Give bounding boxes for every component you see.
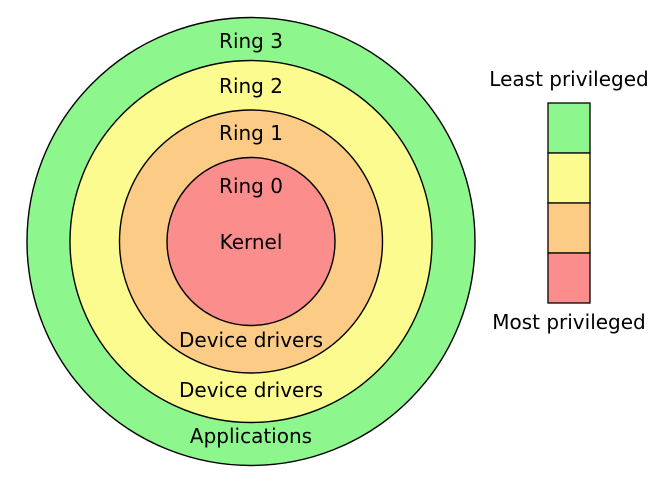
- device-drivers-ring1-label: Device drivers: [179, 328, 323, 352]
- legend-swatch-2: [547, 152, 591, 204]
- ring-0-circle: [166, 156, 336, 327]
- legend-swatch-3: [547, 202, 591, 254]
- ring-0-label: Ring 0: [219, 174, 283, 198]
- kernel-label: Kernel: [220, 230, 283, 254]
- legend-most-label: Most privileged: [492, 310, 646, 334]
- ring-role-labels: Kernel Device drivers Device drivers App…: [179, 230, 323, 448]
- device-drivers-ring2-label: Device drivers: [179, 378, 323, 402]
- rings-group: [26, 16, 476, 467]
- ring-1-label: Ring 1: [219, 121, 283, 145]
- legend-swatch-least: [547, 102, 591, 154]
- legend: Least privileged Most privileged: [489, 67, 648, 334]
- applications-label: Applications: [190, 424, 312, 448]
- legend-bar: [547, 102, 591, 304]
- ring-2-label: Ring 2: [219, 74, 283, 98]
- ring-name-labels: Ring 3 Ring 2 Ring 1 Ring 0: [219, 29, 283, 198]
- ring-3-label: Ring 3: [219, 29, 283, 53]
- legend-swatch-most: [547, 252, 591, 304]
- legend-least-label: Least privileged: [489, 67, 648, 91]
